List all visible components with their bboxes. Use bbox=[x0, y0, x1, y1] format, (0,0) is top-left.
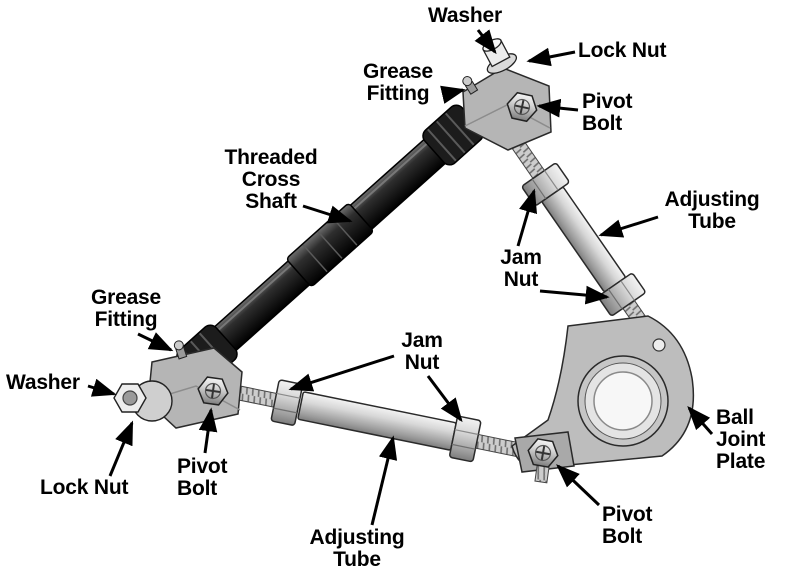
label-washer-left: Washer bbox=[6, 371, 80, 394]
label-ball-joint-plate: Ball Joint Plate bbox=[716, 406, 766, 473]
label-pivot-bolt-right: Pivot Bolt bbox=[602, 503, 653, 548]
label-jam-nut-right: Jam Nut bbox=[500, 246, 542, 291]
arrow-adjusting-tube-right bbox=[598, 215, 659, 238]
label-adjusting-tube-bottom: Adjusting Tube bbox=[309, 526, 405, 571]
ball-joint-plate-part bbox=[511, 315, 695, 484]
arrow-adjusting-tube-bottom bbox=[370, 435, 398, 526]
label-grease-fitting-left: Grease Fitting bbox=[90, 286, 162, 331]
arrow-lock-nut-top bbox=[526, 47, 576, 67]
label-threaded-cross-shaft: Threaded Cross Shaft bbox=[224, 146, 318, 213]
arrow-grease-fitting-left bbox=[137, 332, 174, 352]
label-grease-fitting-top: Grease Fitting bbox=[362, 60, 434, 105]
label-pivot-bolt-left: Pivot Bolt bbox=[177, 455, 228, 500]
left-pivot-assembly-part bbox=[113, 339, 243, 429]
top-pivot-assembly-part bbox=[460, 38, 552, 151]
lower-adjusting-tube-part bbox=[229, 378, 525, 463]
washer-lock-nut-top-part bbox=[482, 38, 518, 74]
label-lock-nut-top: Lock Nut bbox=[578, 39, 667, 62]
label-washer-top: Washer bbox=[428, 4, 502, 27]
label-lock-nut-left: Lock Nut bbox=[40, 476, 129, 499]
arrow-jam-nut-middle-right bbox=[426, 375, 463, 423]
arrow-ball-joint-plate bbox=[687, 406, 714, 435]
arrow-pivot-bolt-top bbox=[536, 98, 579, 118]
arrow-pivot-bolt-left bbox=[198, 407, 218, 454]
arrow-jam-nut-right-down bbox=[539, 285, 610, 305]
ball-joint-hole bbox=[593, 371, 653, 431]
arrow-jam-nut-right-up bbox=[516, 188, 538, 247]
arrow-washer-top bbox=[474, 29, 497, 55]
arrow-pivot-bolt-right bbox=[556, 464, 601, 507]
label-jam-nut-middle: Jam Nut bbox=[401, 329, 443, 374]
arrow-grease-fitting-top bbox=[440, 85, 466, 104]
arrow-threaded-cross-shaft bbox=[302, 204, 353, 224]
label-adjusting-tube-right: Adjusting Tube bbox=[664, 188, 760, 233]
leader-arrows bbox=[87, 29, 714, 526]
label-pivot-bolt-top: Pivot Bolt bbox=[582, 90, 633, 135]
lock-nut-left-part bbox=[113, 383, 147, 413]
arrow-washer-left bbox=[87, 378, 117, 397]
arrow-jam-nut-middle-left bbox=[288, 354, 395, 392]
arrow-lock-nut-left bbox=[108, 420, 134, 477]
